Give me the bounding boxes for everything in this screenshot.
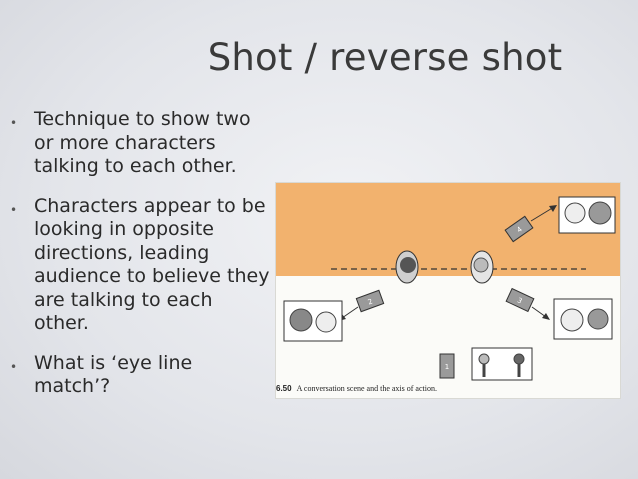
figure-caption-text: A conversation scene and the axis of act… <box>296 384 437 393</box>
bullet-text: Characters appear to be looking in oppos… <box>34 194 270 335</box>
svg-text:1: 1 <box>445 363 449 371</box>
conversation-diagram: 4 2 3 <box>276 183 620 381</box>
shot-3-frame <box>553 298 613 340</box>
shot-4-frame <box>558 196 616 234</box>
figure-number: 6.50 <box>276 384 292 393</box>
shot-2-frame <box>283 300 343 342</box>
camera-4-arrow <box>530 206 555 222</box>
svg-text:4: 4 <box>515 225 524 234</box>
camera-4-icon: 4 <box>504 215 534 243</box>
bullet-dot-icon: • <box>10 202 18 217</box>
bullet-text: Technique to show two or more characters… <box>34 108 251 177</box>
axis-of-action-figure: 4 2 3 <box>276 183 620 398</box>
camera-3-arrow <box>531 306 547 318</box>
shot-1-frame <box>471 347 533 381</box>
bullet-dot-icon: • <box>10 359 18 374</box>
character-left-icon <box>395 250 419 284</box>
figure-caption: 6.50 A conversation scene and the axis of… <box>276 384 437 393</box>
svg-text:2: 2 <box>367 297 374 306</box>
bullet-dot-icon: • <box>10 116 18 130</box>
bullet-item: • What is ‘eye line match’? <box>10 352 272 399</box>
slide-title: Shot / reverse shot <box>207 36 563 79</box>
bullet-text: What is ‘eye line match’? <box>34 351 193 398</box>
camera-1-icon: 1 <box>439 353 455 379</box>
camera-2-arrow <box>341 306 359 319</box>
bullet-item: • Characters appear to be looking in opp… <box>10 195 272 336</box>
svg-text:3: 3 <box>516 296 523 305</box>
character-right-icon <box>470 250 494 284</box>
camera-3-icon: 3 <box>505 287 535 313</box>
bullet-list: • Technique to show two or more characte… <box>10 108 272 415</box>
bullet-item: • Technique to show two or more characte… <box>10 108 272 179</box>
camera-2-icon: 2 <box>355 289 385 313</box>
